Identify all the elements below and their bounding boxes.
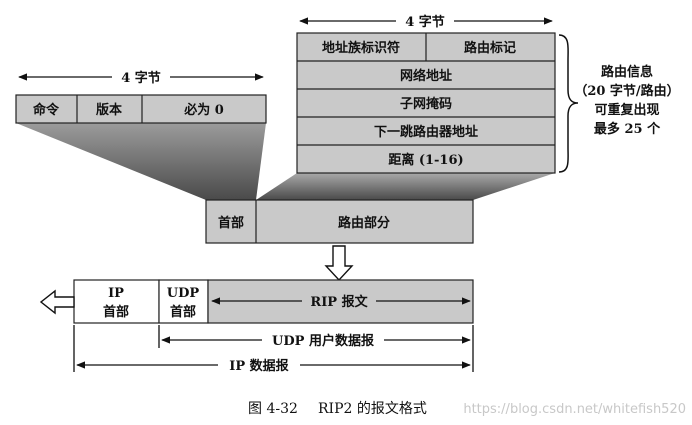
distance-cell: 距离 (1-16) xyxy=(388,152,463,168)
route-info-brace xyxy=(558,34,579,173)
ip-header-line2: 首部 xyxy=(103,304,129,320)
ip-datagram-label: IP 数据报 xyxy=(229,358,289,374)
left-arrow-icon xyxy=(39,289,75,315)
routing-part-cell: 路由部分 xyxy=(338,215,390,231)
brace-note-line3: 可重复出现 xyxy=(594,102,659,118)
network-address-cell: 网络地址 xyxy=(400,68,452,84)
rip-header-table: 命令 版本 必为 0 xyxy=(15,94,267,124)
watermark-text: https://blog.csdn.net/whitefish520 xyxy=(463,402,686,417)
down-arrow-icon xyxy=(324,245,354,282)
top-byte-dimension: 4 字节 xyxy=(299,12,553,30)
udp-datagram-label: UDP 用户数据报 xyxy=(272,333,375,349)
udp-header-line2: 首部 xyxy=(170,304,196,320)
route-entry-table: 地址族标识符 路由标记 网络地址 子网掩码 下一跳路由器地址 距离 (1-16) xyxy=(296,32,556,174)
caption-title: RIP2 的报文格式 xyxy=(318,401,427,417)
rip-message-header-cell: 首部 xyxy=(218,215,244,231)
left-funnel xyxy=(16,123,266,200)
must-be-zero-cell: 必为 0 xyxy=(183,102,224,118)
rip-message-box: 首部 路由部分 xyxy=(205,199,474,244)
brace-note-line2: （20 字节/路由） xyxy=(574,83,679,99)
route-tag-cell: 路由标记 xyxy=(464,40,516,56)
udp-dimension: UDP 用户数据报 xyxy=(158,325,471,349)
caption-figure-number: 图 4-32 xyxy=(248,401,298,417)
brace-note-line4: 最多 25 个 xyxy=(594,121,661,137)
udp-header-line1: UDP xyxy=(167,286,200,301)
next-hop-cell: 下一跳路由器地址 xyxy=(374,124,478,140)
command-cell: 命令 xyxy=(32,102,60,118)
brace-note-line1: 路由信息 xyxy=(601,64,653,80)
header-byte-label: 4 字节 xyxy=(121,70,161,86)
version-cell: 版本 xyxy=(96,102,122,118)
brace-note: 路由信息 （20 字节/路由） 可重复出现 最多 25 个 xyxy=(574,64,679,137)
figure-caption: 图 4-32 RIP2 的报文格式 xyxy=(248,401,427,417)
address-family-cell: 地址族标识符 xyxy=(322,40,400,56)
subnet-mask-cell: 子网掩码 xyxy=(400,96,452,112)
right-funnel xyxy=(256,173,555,200)
rip-message-label: RIP 报文 xyxy=(310,294,368,310)
top-byte-label: 4 字节 xyxy=(405,14,445,30)
header-byte-dimension: 4 字节 xyxy=(18,68,264,86)
ip-header-line1: IP xyxy=(108,286,124,301)
rip-message-dimension: RIP 报文 xyxy=(211,292,471,310)
ip-dimension: IP 数据报 xyxy=(73,325,474,374)
